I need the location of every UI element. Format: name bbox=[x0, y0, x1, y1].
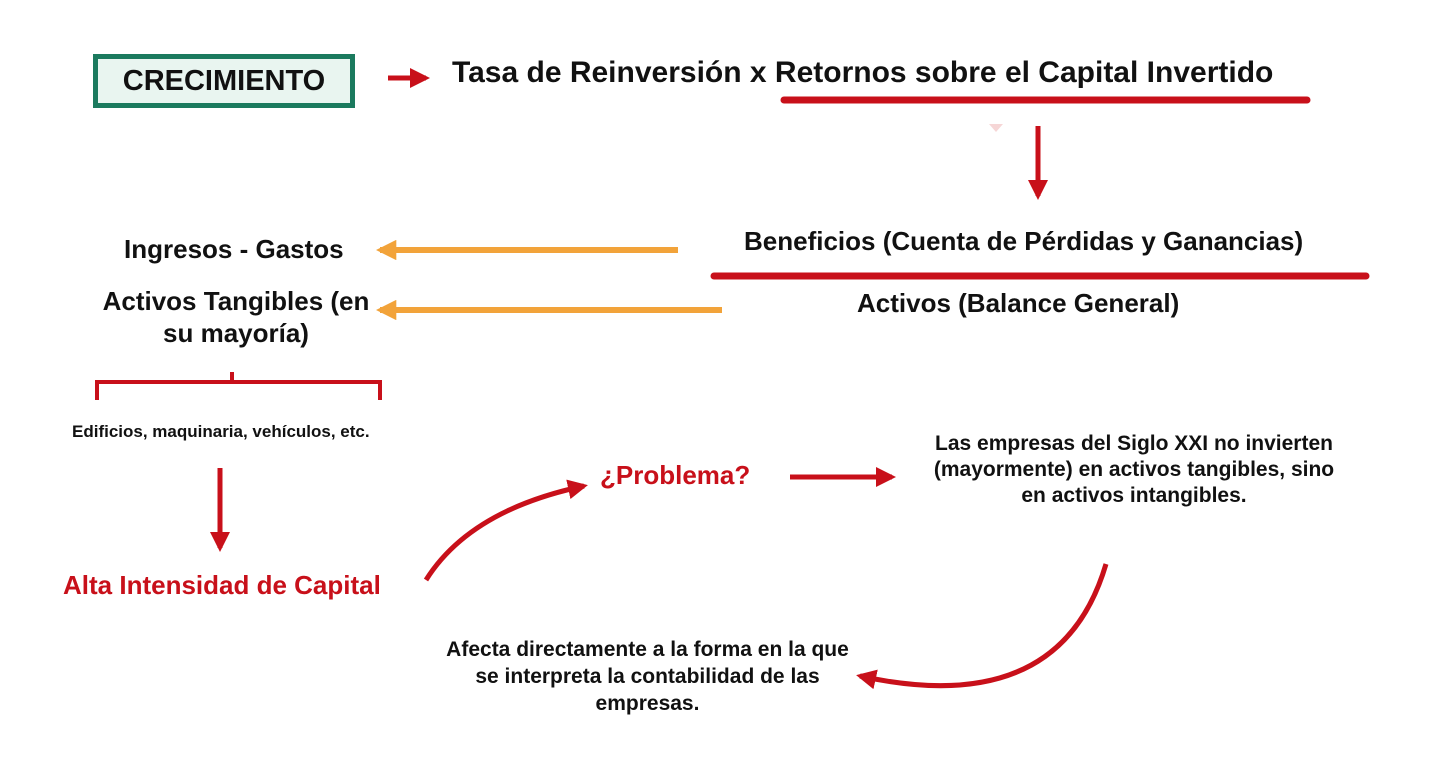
growth-label: CRECIMIENTO bbox=[122, 64, 326, 97]
examples-label: Edificios, maquinaria, vehículos, etc. bbox=[72, 422, 370, 441]
assets-label: Activos (Balance General) bbox=[857, 288, 1180, 318]
income-expenses-label: Ingresos - Gastos bbox=[124, 234, 344, 264]
formula-text: Tasa de Reinversión x Retornos sobre el … bbox=[452, 56, 1274, 89]
intangibles-note: Las empresas del Siglo XXI no invierten … bbox=[933, 432, 1335, 507]
arrow-intensity-to-problem bbox=[423, 479, 588, 582]
growth-box: CRECIMIENTO bbox=[93, 54, 355, 108]
problem-label: ¿Problema? bbox=[600, 460, 751, 490]
arrow-note-to-conclusion bbox=[856, 563, 1109, 690]
conclusion-text: Afecta directamente a la forma en la que… bbox=[446, 638, 849, 715]
profits-label: Beneficios (Cuenta de Pérdidas y Gananci… bbox=[744, 226, 1304, 256]
tangible-assets-label: Activos Tangibles (en su mayoría) bbox=[102, 286, 370, 348]
bracket-tangible bbox=[95, 372, 382, 400]
faint-triangle-mark bbox=[989, 124, 1003, 132]
capital-intensity-label: Alta Intensidad de Capital bbox=[63, 570, 381, 600]
